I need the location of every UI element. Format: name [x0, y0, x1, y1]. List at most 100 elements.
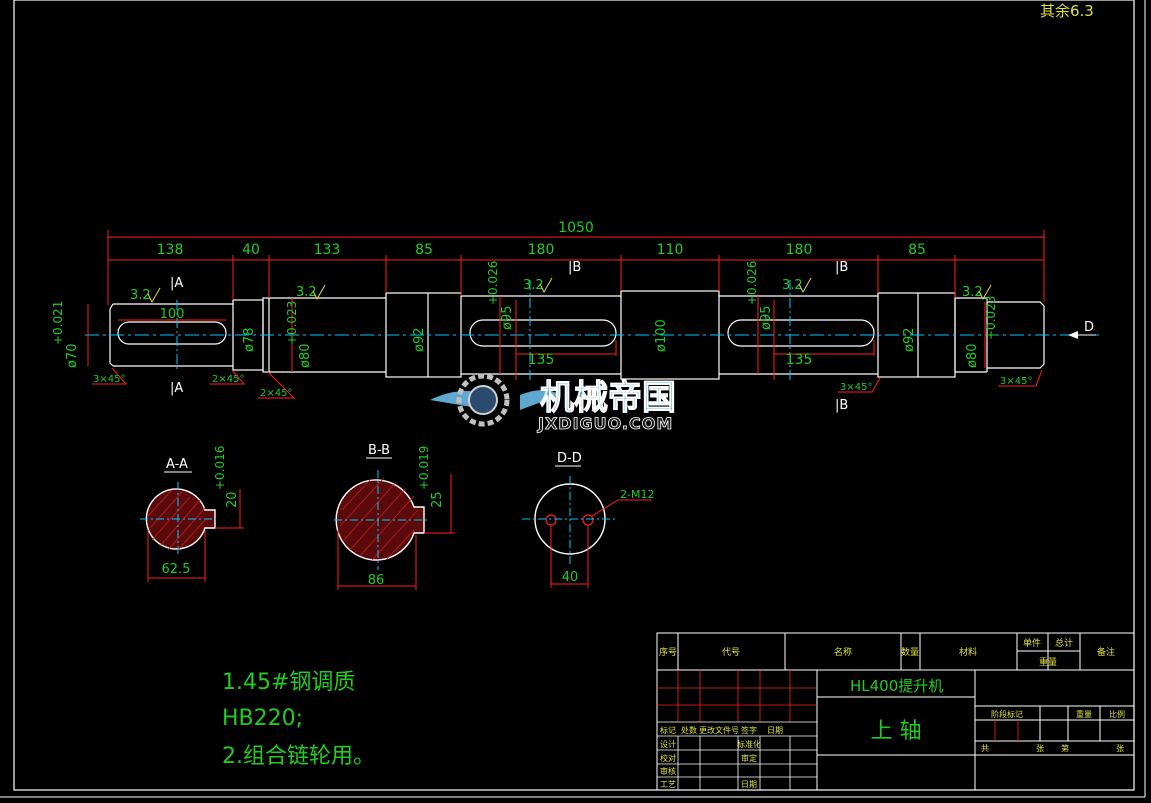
dia-78: ø78	[242, 328, 257, 353]
note-2: HB220;	[222, 706, 303, 731]
dia-95a: ø95	[500, 306, 515, 331]
dim-seg3: 133	[314, 242, 341, 258]
dia-80a: ø80	[298, 344, 313, 369]
keyway-2	[469, 319, 617, 347]
section-aa-width: 62.5	[162, 562, 191, 577]
tb-header-seq: 序号	[659, 646, 677, 658]
tb-sheet-unit2: 张	[1116, 744, 1124, 753]
section-mark-a-bottom: |A	[170, 381, 183, 396]
watermark-en: JXDIGUO.COM	[537, 414, 673, 433]
watermark-wing-right-icon	[520, 390, 560, 410]
tb-header-material: 材料	[959, 646, 977, 658]
dim-seg2: 40	[242, 242, 260, 258]
tb-rev-sign: 签字	[741, 725, 757, 735]
tol-95a: +0.026	[486, 261, 500, 305]
section-dd-title: D-D	[557, 451, 582, 466]
tb-sign-review: 审核	[660, 766, 676, 776]
tol-95b: +0.026	[745, 261, 759, 305]
section-mark-a-top: |A	[170, 276, 183, 291]
keyway-3	[727, 319, 875, 347]
tb-sheet-total: 共	[981, 744, 989, 753]
watermark-cn: 机械帝国	[540, 378, 676, 418]
dia-80b: ø80	[965, 344, 980, 369]
keyway-1	[117, 321, 227, 345]
section-dd-spacing: 40	[562, 570, 579, 585]
tb-project: HL400提升机	[850, 677, 943, 695]
section-aa-depth: 20	[225, 491, 240, 508]
tb-sign-approve: 审定	[741, 753, 757, 763]
tb-header-name: 名称	[834, 646, 852, 658]
tb-sign-standard: 标准化	[737, 739, 761, 749]
tol-70: +0.021	[51, 301, 65, 345]
dim-key2-length: 135	[528, 352, 555, 368]
section-mark-b-top-2: |B	[835, 260, 848, 275]
section-mark-d: D	[1084, 320, 1094, 335]
roughness-3: 3.2	[523, 278, 544, 293]
dim-seg4: 85	[415, 242, 433, 258]
section-aa: A-A 62.5 20 +0.016	[140, 446, 244, 582]
chamfer-leaders	[92, 367, 1043, 399]
tb-stage-scale: 比例	[1109, 709, 1125, 719]
tb-header-code: 代号	[722, 647, 740, 658]
section-marks: |A |A |B |B |B D	[170, 260, 1094, 413]
drawing-border	[13, 0, 1135, 791]
title-block: 序号 代号 名称 数量 材料 单件 总计 备注 重量 HL400提升机 上 轴 …	[656, 632, 1135, 791]
roughness-4: 3.2	[782, 278, 803, 293]
section-d-arrowhead	[1068, 331, 1078, 339]
diameter-labels: ø70 +0.021 ø78 ø80 +0.023 ø92 ø95 +0.026…	[51, 261, 998, 368]
section-bb-width: 86	[368, 573, 385, 588]
roughness-ticks	[147, 277, 992, 304]
tb-part-name: 上 轴	[871, 719, 922, 744]
tb-sign-date: 日期	[741, 780, 757, 789]
note-3: 2.组合链轮用。	[222, 744, 375, 769]
tb-rev-doc: 更改文件号	[699, 725, 739, 735]
dim-seg6: 110	[657, 242, 684, 258]
tb-subheader-weight: 重量	[1039, 656, 1057, 668]
tb-sheet-unit1: 张	[1036, 744, 1044, 753]
tb-rev-mark: 标记	[660, 725, 676, 735]
note-1: 1.45#钢调质	[222, 670, 355, 695]
keyways	[117, 319, 875, 347]
tb-stage-weight: 重量	[1076, 709, 1092, 719]
dia-92b: ø92	[902, 328, 917, 353]
chamfer-notes: 3×45° 2×45° 2×45° 3×45° 3×45°	[93, 374, 1032, 399]
section-mark-b-top-1: |B	[568, 260, 581, 275]
tb-sign-process: 工艺	[660, 780, 676, 789]
dim-key1-length: 100	[160, 307, 185, 322]
length-dimensions: 1050 138 40 133 85 180 110 180 85 100 13…	[157, 220, 926, 368]
tb-rev-date: 日期	[767, 726, 783, 735]
dia-100: ø100	[654, 319, 669, 352]
section-aa-title: A-A	[166, 457, 188, 472]
dim-seg1: 138	[157, 242, 184, 258]
watermark-gear-icon	[456, 373, 510, 427]
tb-sign-design: 设计	[660, 739, 676, 749]
dim-seg5: 180	[528, 242, 555, 258]
dim-total: 1050	[558, 220, 594, 236]
technical-notes: 1.45#钢调质 HB220; 2.组合链轮用。	[222, 670, 375, 769]
section-aa-tol: +0.016	[213, 446, 227, 490]
dim-seg8: 85	[908, 242, 926, 258]
dia-95b: ø95	[759, 306, 774, 331]
tb-header-unit: 单件	[1023, 637, 1041, 649]
chamfer-1: 3×45°	[93, 374, 125, 385]
tb-stage-mark: 阶段标记	[991, 709, 1023, 719]
section-dd: D-D 40 2-M12	[522, 451, 654, 588]
dia-92a: ø92	[412, 328, 427, 353]
section-mark-b-bottom: |B	[835, 398, 848, 413]
tb-header-total: 总计	[1055, 637, 1073, 649]
section-bb-tol: +0.019	[417, 446, 431, 490]
surface-finish-note: 其余6.3	[1040, 2, 1094, 20]
dim-key3-length: 135	[786, 352, 813, 368]
roughness-1: 3.2	[130, 288, 151, 303]
tb-rev-count: 处数	[681, 725, 697, 735]
section-dd-holes: 2-M12	[620, 488, 654, 501]
tol-80b: +0.023	[984, 296, 998, 340]
tb-sign-check: 校对	[660, 753, 676, 763]
chamfer-5: 3×45°	[1000, 376, 1032, 387]
roughness-2: 3.2	[296, 285, 317, 300]
roughness-symbols: 3.2 3.2 3.2 3.2 3.2	[130, 278, 983, 303]
tb-header-remark: 备注	[1097, 646, 1115, 658]
section-bb-depth: 25	[430, 491, 445, 508]
tol-80a: +0.023	[285, 301, 299, 345]
